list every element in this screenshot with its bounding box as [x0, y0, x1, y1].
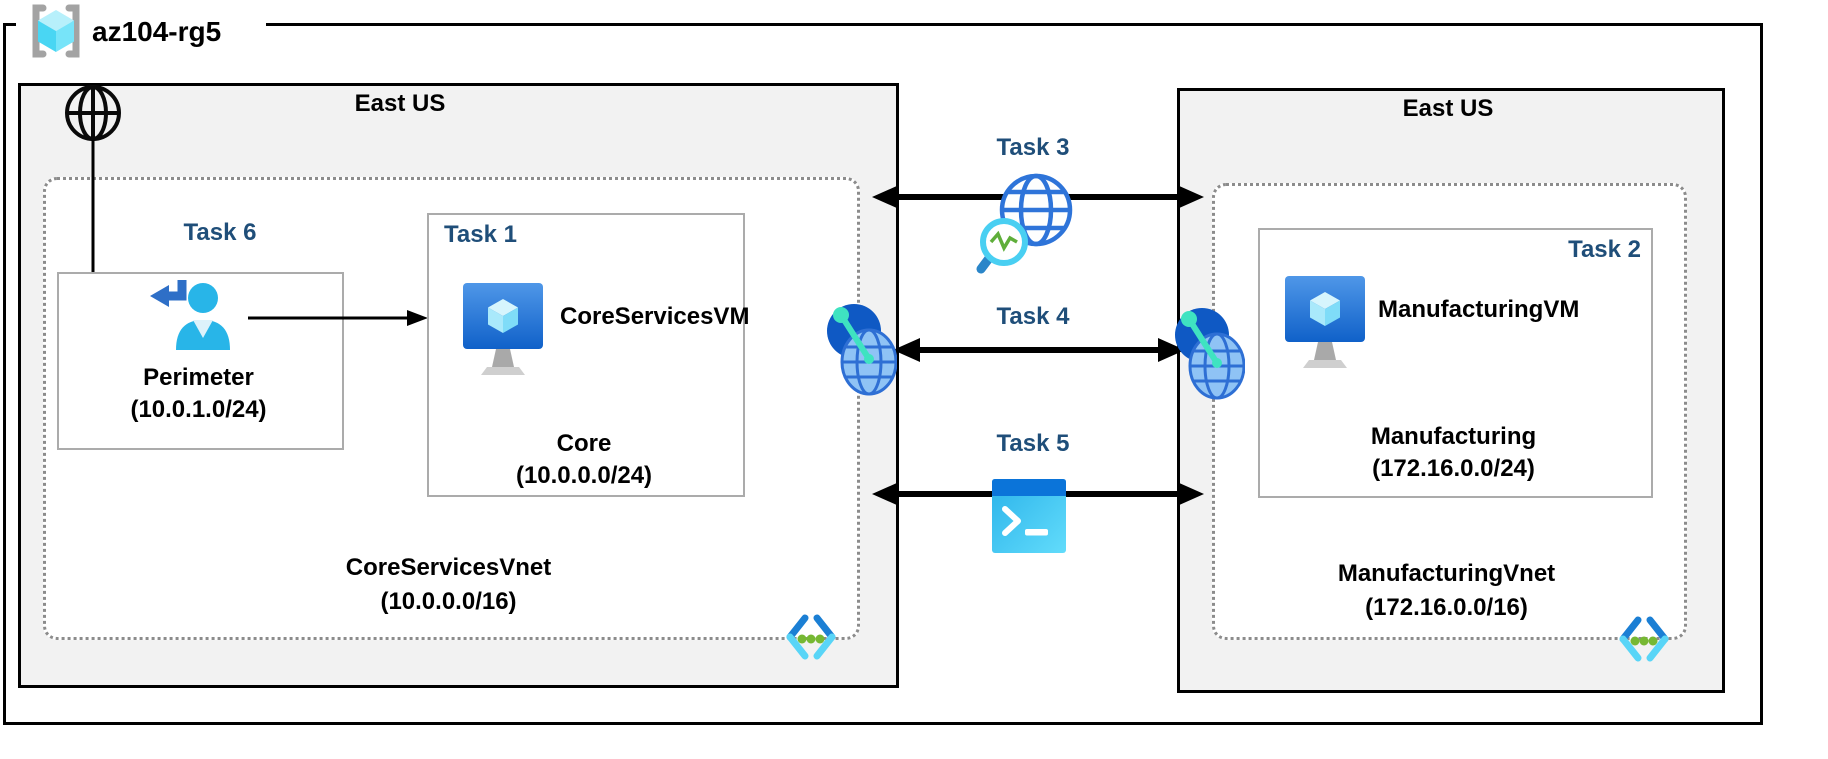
core-subnet-cidr: (10.0.0.0/24) [515, 462, 653, 489]
network-watcher-icon [976, 172, 1076, 274]
subnet-box-core [427, 213, 745, 497]
manufacturing-vm-name: ManufacturingVM [1378, 296, 1580, 323]
code-brackets-icon-right [1616, 614, 1672, 664]
virtual-machine-icon-manufacturing [1284, 276, 1366, 372]
manufacturing-vnet-cidr: (172.16.0.0/16) [1365, 594, 1528, 621]
core-vm-name: CoreServicesVM [560, 303, 750, 330]
coreservices-vnet-name: CoreServicesVnet [345, 554, 552, 581]
perimeter-subnet-name: Perimeter [143, 364, 254, 391]
region-title-right: East US [1402, 95, 1494, 122]
manufacturing-subnet-cidr: (172.16.0.0/24) [1372, 455, 1535, 482]
arrow-task4 [893, 336, 1185, 364]
resource-group-box [3, 23, 1763, 725]
vnet-peering-icon-right [1175, 306, 1245, 401]
vnet-peering-icon-left [827, 302, 897, 397]
manufacturing-subnet-name: Manufacturing [1370, 423, 1537, 450]
arrow-perimeter-to-core [248, 308, 428, 328]
task5-label: Task 5 [996, 430, 1070, 457]
resource-group-icon [24, 2, 88, 60]
manufacturing-vnet-name: ManufacturingVnet [1337, 560, 1556, 587]
perimeter-subnet-cidr: (10.0.1.0/24) [130, 396, 267, 423]
task1-label: Task 1 [444, 221, 517, 248]
coreservices-vnet-cidr: (10.0.0.0/16) [380, 588, 517, 615]
core-subnet-name: Core [556, 430, 612, 457]
code-brackets-icon-left [783, 612, 839, 662]
region-title-left: East US [354, 90, 446, 117]
task4-label: Task 4 [996, 303, 1070, 330]
task3-label: Task 3 [996, 134, 1070, 161]
resource-group-title: az104-rg5 [92, 16, 222, 47]
task2-label: Task 2 [1568, 236, 1641, 263]
task6-label: Task 6 [183, 219, 257, 246]
virtual-machine-icon-core [462, 283, 544, 379]
cloud-shell-icon [992, 479, 1066, 553]
inbound-user-icon [146, 276, 234, 358]
internet-globe-icon [64, 84, 122, 142]
